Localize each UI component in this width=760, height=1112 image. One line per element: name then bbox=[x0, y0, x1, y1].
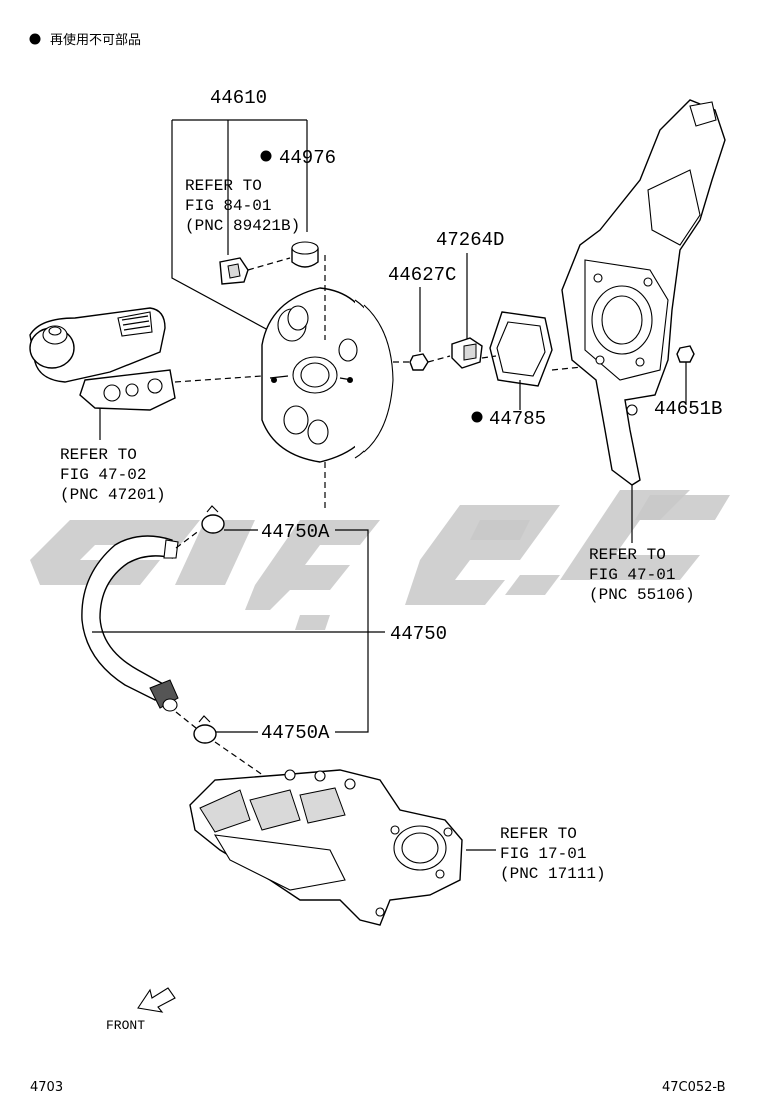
ref-fig4702-line3: (PNC 47201) bbox=[60, 486, 166, 504]
ref-fig4702-line1: REFER TO bbox=[60, 446, 137, 464]
nut-44651B bbox=[676, 345, 695, 363]
dash-nut bbox=[393, 355, 451, 363]
watermark-logo bbox=[30, 490, 730, 630]
dash-manifold bbox=[214, 741, 271, 781]
grommet-44976 bbox=[291, 241, 319, 268]
part-44610-label: 44610 bbox=[210, 87, 267, 109]
check-valve-part bbox=[219, 257, 249, 285]
ref-fig84-line1: REFER TO bbox=[185, 177, 262, 195]
part-44750A-top-label: 44750A bbox=[261, 521, 330, 543]
gasket-44785 bbox=[489, 311, 553, 387]
legend-bullet-icon bbox=[29, 33, 41, 45]
vacuum-hose-44750 bbox=[81, 535, 179, 712]
clevis-47264D bbox=[451, 337, 483, 369]
leader-44610 bbox=[171, 119, 308, 331]
nut-44627C bbox=[409, 353, 429, 371]
footer-drawing-code: 47C052-B bbox=[662, 1080, 726, 1095]
footer-figure-number: 4703 bbox=[30, 1080, 63, 1095]
part-44785-label: 44785 bbox=[489, 408, 546, 430]
part-44976-label: 44976 bbox=[279, 147, 336, 169]
part-44627C-label: 44627C bbox=[388, 264, 456, 286]
ref-fig1701-line3: (PNC 17111) bbox=[500, 865, 606, 883]
part-47264D-label: 47264D bbox=[436, 229, 504, 251]
legend-text: 再使用不可部品 bbox=[50, 32, 141, 48]
ref-fig4701-line1: REFER TO bbox=[589, 546, 666, 564]
dash-hose-bottom bbox=[175, 711, 197, 729]
pedal-bracket-part bbox=[561, 99, 726, 486]
non-reusable-bullet-icon bbox=[260, 150, 272, 162]
part-44750-label: 44750 bbox=[390, 623, 447, 645]
master-cylinder-part bbox=[29, 307, 176, 411]
non-reusable-bullet-icon-2 bbox=[471, 411, 483, 423]
ref-fig84-line3: (PNC 89421B) bbox=[185, 217, 300, 235]
part-44651B-label: 44651B bbox=[654, 398, 722, 420]
ref-fig1701-line2: FIG 17-01 bbox=[500, 845, 586, 863]
ref-fig1701-line1: REFER TO bbox=[500, 825, 577, 843]
hose-clip-bottom bbox=[193, 715, 217, 744]
front-arrow-icon bbox=[137, 987, 176, 1013]
ref-fig84-line2: FIG 84-01 bbox=[185, 197, 271, 215]
ref-fig4701-line3: (PNC 55106) bbox=[589, 586, 695, 604]
dash-mastercyl bbox=[174, 375, 263, 383]
dash-hose-top bbox=[175, 529, 201, 549]
brake-booster-part bbox=[261, 287, 394, 463]
hose-clip-top bbox=[201, 505, 225, 534]
ref-fig4702-line2: FIG 47-02 bbox=[60, 466, 146, 484]
ref-fig4701-line2: FIG 47-01 bbox=[589, 566, 675, 584]
front-label: FRONT bbox=[106, 1018, 145, 1033]
intake-manifold-part bbox=[189, 769, 463, 926]
bracket-44750A bbox=[335, 529, 369, 733]
part-44750A-bottom-label: 44750A bbox=[261, 722, 330, 744]
dash-valve bbox=[247, 257, 291, 271]
